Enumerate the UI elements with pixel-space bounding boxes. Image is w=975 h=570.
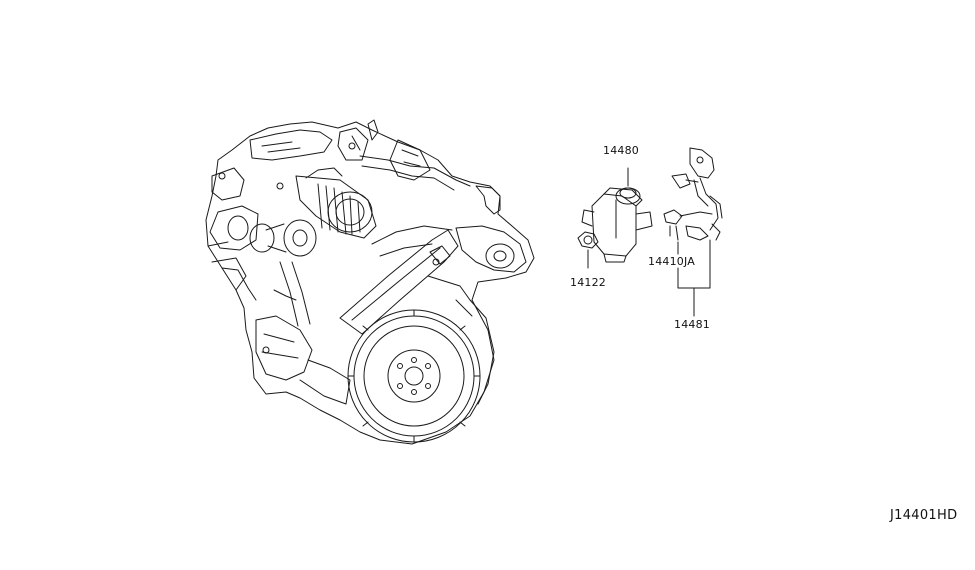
engine-assembly-illustration — [205, 119, 535, 445]
solenoid-valve-14480-illustration — [581, 167, 653, 263]
part-callout-14481: 14481 — [674, 318, 710, 331]
diagram-code: J14401HD — [890, 508, 958, 523]
nut-14122-illustration — [577, 231, 599, 269]
part-callout-14480: 14480 — [603, 144, 639, 157]
hose-bracket-14481-illustration — [663, 147, 723, 317]
part-callout-14122: 14122 — [570, 276, 606, 289]
part-callout-14410JA: 14410JA — [648, 255, 695, 268]
